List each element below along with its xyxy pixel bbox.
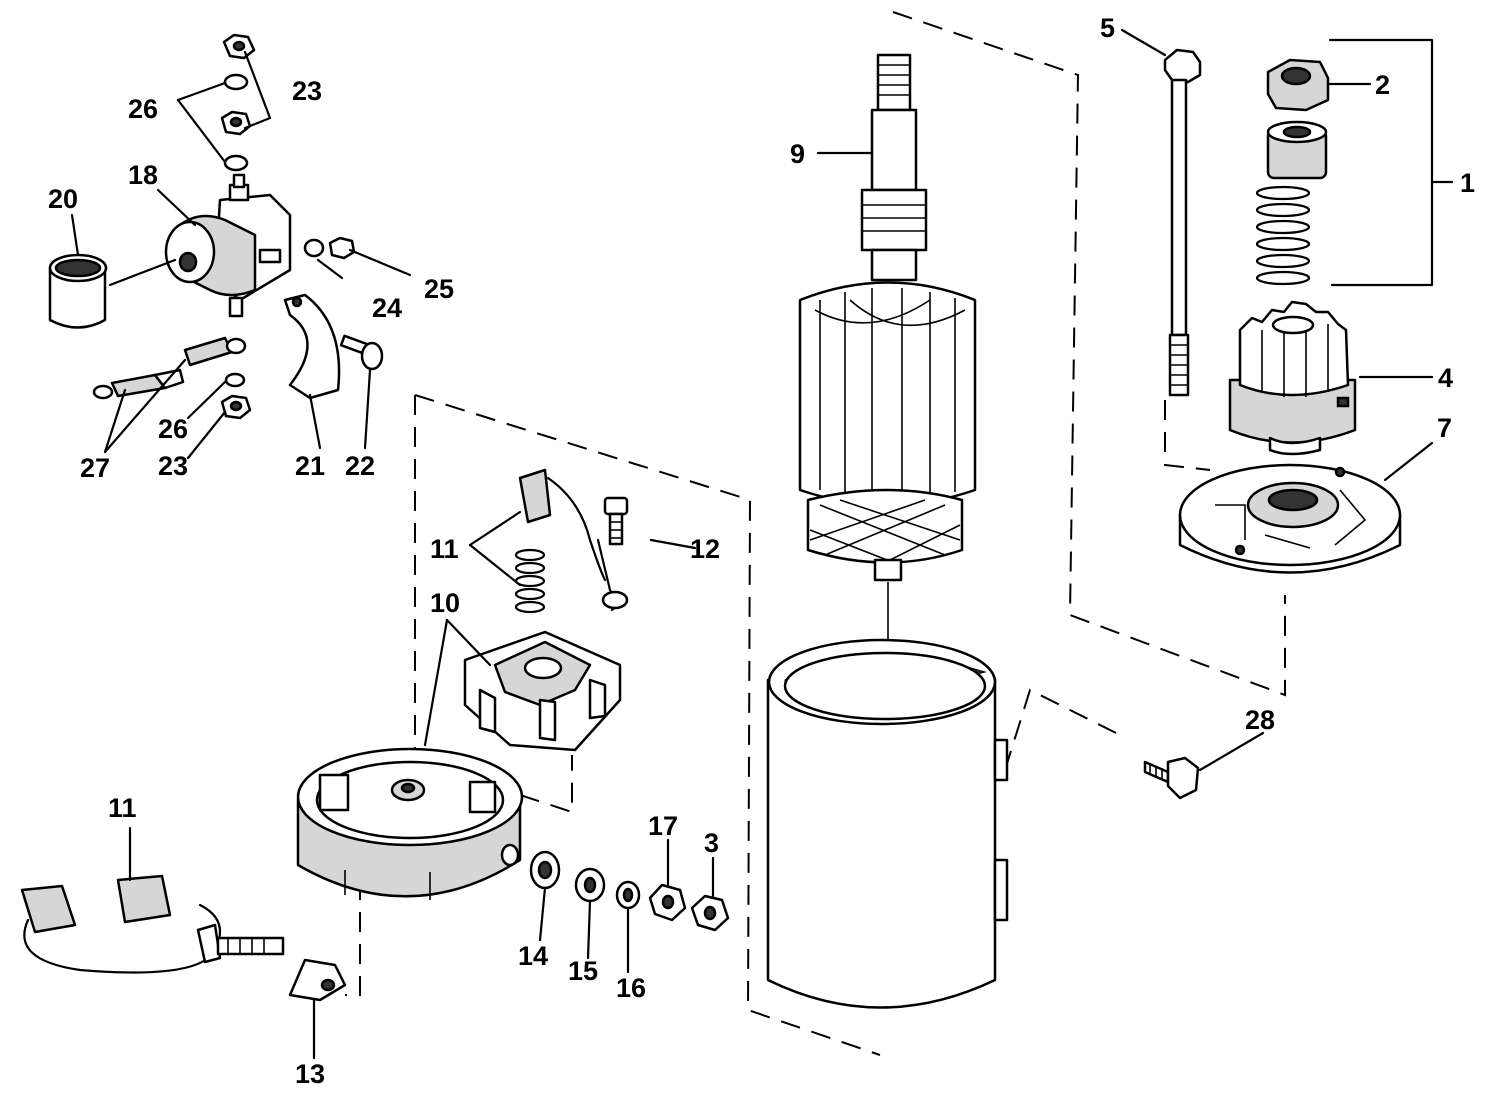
callout-12: 12 bbox=[690, 534, 720, 564]
callout-27: 27 bbox=[80, 453, 110, 483]
washer-part-15 bbox=[574, 867, 606, 903]
callout-24: 24 bbox=[372, 293, 402, 323]
callout-28: 28 bbox=[1245, 705, 1275, 735]
terminal-block-part-13 bbox=[288, 958, 347, 1002]
nut-part-23-top bbox=[222, 33, 256, 60]
brush-set-part-11-bottom bbox=[20, 874, 285, 974]
spring-collar bbox=[1266, 120, 1328, 180]
lock-nut-part-2 bbox=[1266, 58, 1330, 112]
callout-26-top: 26 bbox=[128, 94, 158, 124]
anti-drift-spring bbox=[1255, 185, 1311, 286]
washer-part-26-top bbox=[223, 73, 249, 91]
drive-pinion-part-4 bbox=[1228, 300, 1357, 456]
callout-4: 4 bbox=[1438, 363, 1453, 393]
screw-part-22 bbox=[339, 334, 384, 371]
callout-25: 25 bbox=[424, 274, 454, 304]
callout-21: 21 bbox=[295, 451, 325, 481]
boot-part-20 bbox=[48, 253, 108, 329]
callout-13: 13 bbox=[295, 1059, 325, 1089]
commutator-end-cap-part-10 bbox=[296, 747, 524, 900]
callout-11-bottom: 11 bbox=[108, 793, 137, 823]
drive-end-cap-part-7 bbox=[1178, 463, 1402, 574]
field-frame-housing bbox=[766, 638, 1009, 1009]
nut-part-25 bbox=[328, 236, 356, 260]
washer-part-26-mid bbox=[223, 154, 249, 172]
armature-part-9 bbox=[798, 53, 977, 640]
callout-18: 18 bbox=[128, 160, 158, 190]
leader-lines bbox=[70, 28, 1454, 1060]
nut-part-23-bottom bbox=[220, 394, 252, 420]
strap-part-21 bbox=[283, 293, 341, 400]
callout-14: 14 bbox=[518, 941, 548, 971]
nut-part-17 bbox=[648, 883, 687, 922]
callout-9: 9 bbox=[790, 139, 805, 169]
callout-7: 7 bbox=[1437, 413, 1452, 443]
callout-labels: 1 2 3 4 5 7 9 10 11 11 12 13 14 15 16 17… bbox=[48, 13, 1475, 1089]
washer-part-14 bbox=[529, 850, 561, 890]
lock-washer-part-16 bbox=[615, 880, 641, 910]
callout-17: 17 bbox=[648, 811, 678, 841]
nut-part-3 bbox=[690, 894, 730, 932]
frame-bolt-part-28 bbox=[1143, 756, 1200, 800]
callout-10: 10 bbox=[430, 588, 460, 618]
through-bolt-part-5 bbox=[1163, 48, 1202, 397]
brush-holder-part-10 bbox=[463, 630, 622, 752]
callout-20: 20 bbox=[48, 184, 78, 214]
callout-23-top: 23 bbox=[292, 76, 322, 106]
callout-2: 2 bbox=[1375, 70, 1390, 100]
callout-26-bottom: 26 bbox=[158, 414, 188, 444]
callout-16: 16 bbox=[616, 973, 646, 1003]
callout-15: 15 bbox=[568, 956, 598, 986]
washer-part-24 bbox=[303, 238, 325, 258]
callout-23-bottom: 23 bbox=[158, 451, 188, 481]
lead-wires-part-27 bbox=[92, 336, 247, 400]
callout-11-top: 11 bbox=[430, 534, 459, 564]
screw-part-12 bbox=[603, 496, 629, 546]
callout-3: 3 bbox=[704, 828, 719, 858]
nut-part-23-mid bbox=[220, 110, 252, 136]
assembly-outline-armature bbox=[892, 11, 1286, 697]
brush-and-spring-part-11-top bbox=[514, 468, 629, 614]
callout-22: 22 bbox=[345, 451, 375, 481]
washer-part-26-bottom bbox=[224, 372, 246, 388]
callout-1: 1 bbox=[1460, 168, 1475, 198]
solenoid-part-18 bbox=[164, 173, 292, 318]
callout-5: 5 bbox=[1100, 13, 1115, 43]
